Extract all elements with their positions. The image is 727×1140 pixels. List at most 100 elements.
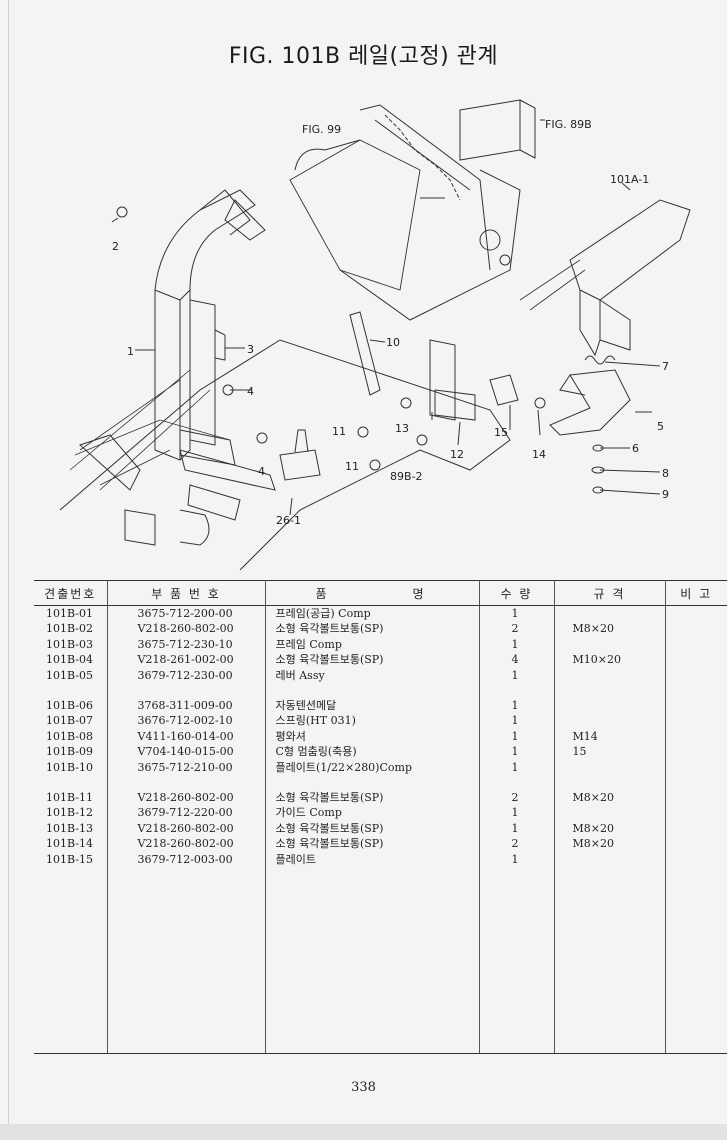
spec-cell: [554, 636, 666, 653]
part-name-cell: 플레이트: [265, 851, 480, 868]
part-no-cell: 3675-712-230-10: [107, 636, 266, 653]
callout-label: 26-1: [276, 514, 301, 527]
part-no-cell: 3679-712-220-00: [107, 805, 266, 821]
page-title: FIG. 101B 레일(고정) 관계: [228, 44, 499, 69]
header-part-name-left: 품: [315, 586, 327, 601]
ref-no-cell: 101B-03: [34, 636, 108, 653]
remarks-cell: [665, 713, 727, 728]
part-name-cell: 프레임(공급) Comp: [265, 605, 480, 622]
remarks-cell: [665, 606, 727, 622]
callout-label: 3: [247, 343, 254, 356]
qty-cell: 1: [479, 728, 555, 745]
ref-no-cell: 101B-12: [34, 805, 108, 821]
ref-no-cell: 101B-02: [34, 621, 108, 637]
part-no-cell: 3676-712-002-10: [107, 713, 266, 729]
qty-cell: 1: [479, 698, 555, 714]
spec-cell: [554, 698, 666, 714]
spec-cell: M10×20: [554, 652, 666, 668]
part-no-cell: 3679-712-230-00: [107, 667, 266, 684]
ref-no-cell: 101B-04: [34, 652, 108, 668]
part-no-cell: V411-160-014-00: [107, 728, 266, 745]
remarks-cell: [665, 637, 727, 652]
part-no-cell: 3768-311-009-00: [107, 698, 266, 714]
callout-label: 9: [662, 488, 669, 501]
part-name-cell: 소형 육각볼트보통(SP): [265, 790, 480, 806]
spec-cell: [554, 605, 666, 622]
callout-label: 11: [345, 460, 359, 473]
group-spacer: [34, 683, 727, 699]
callout-label: 101A-1: [610, 173, 649, 186]
group-spacer: [34, 775, 727, 791]
ref-no-cell: 101B-15: [34, 851, 108, 868]
remarks-cell: [665, 621, 727, 636]
remarks-cell: [665, 805, 727, 820]
qty-cell: 2: [479, 790, 555, 806]
qty-cell: 2: [479, 836, 555, 852]
qty-cell: 1: [479, 667, 555, 684]
ref-no-cell: 101B-09: [34, 744, 108, 760]
spec-cell: M8×20: [554, 836, 666, 852]
qty-cell: 1: [479, 636, 555, 653]
part-no-cell: V218-261-002-00: [107, 652, 266, 668]
part-name-cell: 소형 육각볼트보통(SP): [265, 652, 480, 668]
header-part-no: 부 품 번 호: [107, 580, 266, 606]
callout-label: 1: [127, 345, 134, 358]
part-name-cell: 스프링(HT 031): [265, 713, 480, 729]
spec-cell: M8×20: [554, 790, 666, 806]
part-no-cell: V218-260-802-00: [107, 790, 266, 806]
callout-label: 4: [247, 385, 254, 398]
callout-label: 14: [532, 448, 546, 461]
qty-cell: 1: [479, 851, 555, 868]
ref-no-cell: 101B-13: [34, 820, 108, 837]
qty-cell: 1: [479, 713, 555, 729]
part-no-cell: 3675-712-200-00: [107, 605, 266, 622]
header-part-name-right: 명: [412, 586, 424, 601]
remarks-cell: [665, 760, 727, 775]
callout-label: 10: [386, 336, 400, 349]
ref-no-cell: 101B-14: [34, 836, 108, 852]
remarks-cell: [665, 698, 727, 713]
callout-label: 5: [657, 420, 664, 433]
ref-no-cell: 101B-10: [34, 759, 108, 776]
part-name-cell: 평와셔: [265, 728, 480, 745]
part-no-cell: V218-260-802-00: [107, 820, 266, 837]
part-name-cell: C형 멈춤링(축용): [265, 744, 480, 760]
remarks-cell: [665, 821, 727, 836]
remarks-cell: [665, 852, 727, 867]
callout-label: 8: [662, 467, 669, 480]
part-name-cell: 가이드 Comp: [265, 805, 480, 821]
callout-label: 15: [494, 426, 508, 439]
remarks-cell: [665, 790, 727, 805]
qty-cell: 1: [479, 820, 555, 837]
part-no-cell: V704-140-015-00: [107, 744, 266, 760]
remarks-cell: [665, 836, 727, 851]
spec-cell: [554, 759, 666, 776]
spec-cell: 15: [554, 744, 666, 760]
callout-label: 89B-2: [390, 470, 423, 483]
part-no-cell: 3675-712-210-00: [107, 759, 266, 776]
header-remarks: 비 고: [665, 580, 727, 606]
part-name-cell: 플레이트(1/22×280)Comp: [265, 759, 480, 776]
callout-label: 11: [332, 425, 346, 438]
ref-no-cell: 101B-08: [34, 728, 108, 745]
part-no-cell: 3679-712-003-00: [107, 851, 266, 868]
spec-cell: M8×20: [554, 621, 666, 637]
header-qty: 수 량: [479, 580, 555, 606]
qty-cell: 2: [479, 621, 555, 637]
header-ref-no: 견출번호: [34, 580, 108, 606]
remarks-cell: [665, 729, 727, 744]
qty-cell: 1: [479, 605, 555, 622]
